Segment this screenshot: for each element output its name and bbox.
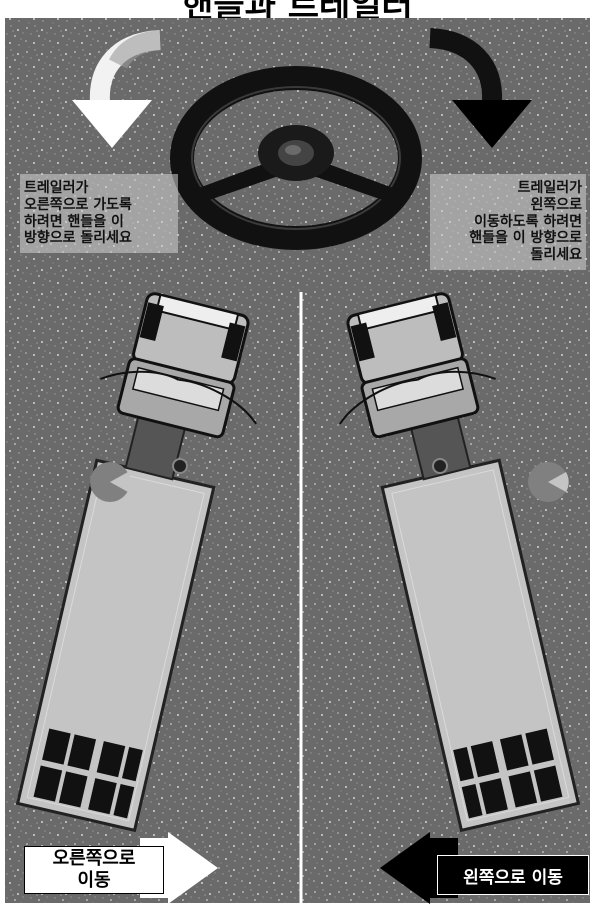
left-instruction-text: 트레일러가 오른쪽으로 가도록 하려면 핸들을 이 방향으로 돌리세요 (20, 174, 178, 253)
move-left-label: 왼쪽으로 이동 (437, 855, 589, 895)
move-right-label: 오른쪽으로 이동 (24, 846, 164, 894)
page-title: 핸들과 트레일러 (0, 0, 595, 18)
right-instruction-text: 트레일러가 왼쪽으로 이동하도록 하려면 핸들을 이 방향으로 돌리세요 (430, 174, 586, 270)
title-strip: 핸들과 트레일러 (0, 0, 595, 18)
